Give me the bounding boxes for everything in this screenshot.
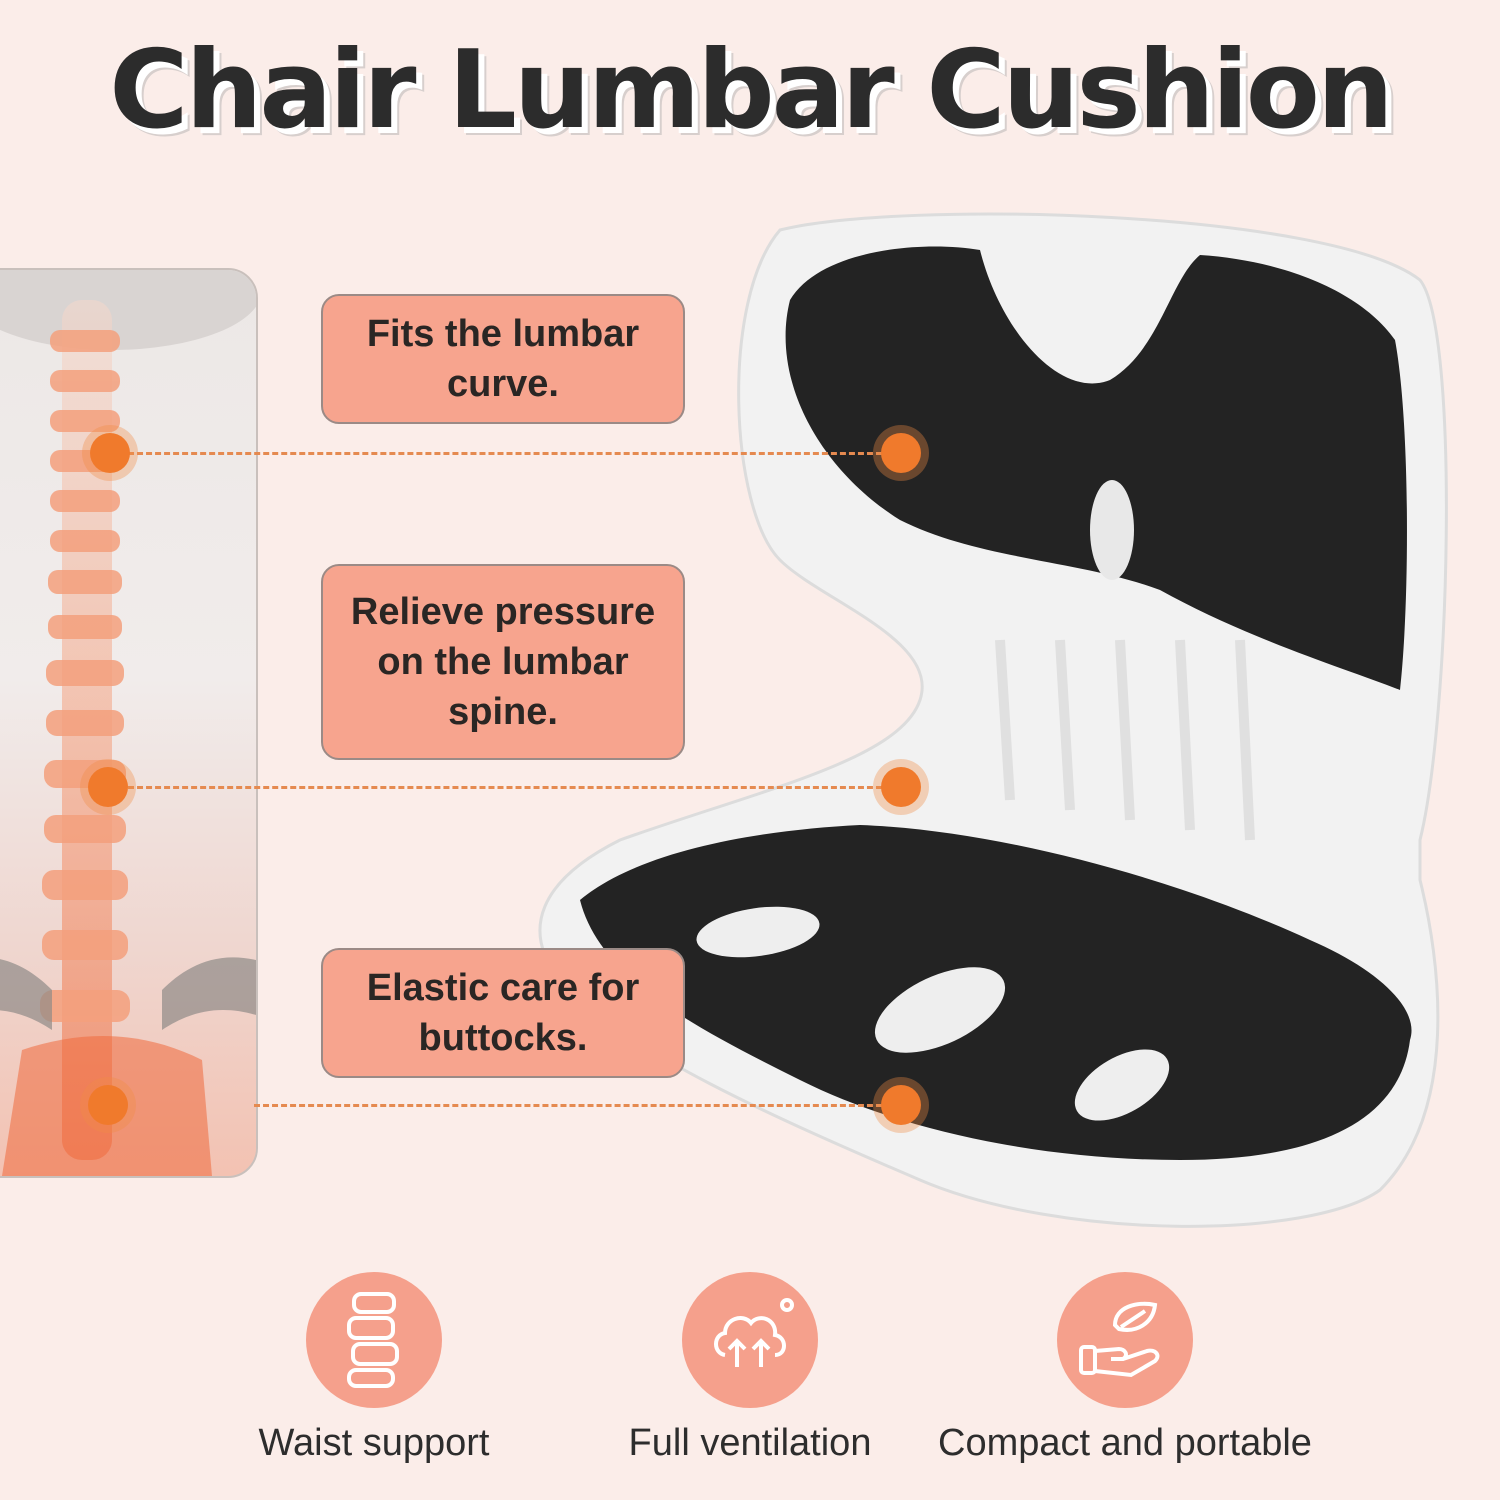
feature-waist-support: Waist support <box>184 1272 564 1465</box>
callout-buttocks: Elastic care for buttocks. <box>321 948 685 1078</box>
hand-leaf-icon <box>1057 1272 1193 1408</box>
callout-relieve-pressure: Relieve pressure on the lumbar spine. <box>321 564 685 760</box>
spine-photo <box>0 268 258 1178</box>
connector-line-2 <box>110 786 900 789</box>
feature-ventilation: Full ventilation <box>560 1272 940 1465</box>
feature-label: Full ventilation <box>628 1422 872 1464</box>
callout-lumbar-curve: Fits the lumbar curve. <box>321 294 685 424</box>
cushion-marker-2 <box>881 767 921 807</box>
spine-marker-1 <box>90 433 130 473</box>
feature-portable: Compact and portable <box>935 1272 1315 1465</box>
connector-line-3 <box>254 1104 900 1107</box>
feature-label: Waist support <box>258 1422 490 1464</box>
feature-label: Compact and portable <box>938 1422 1312 1464</box>
page-title: Chair Lumbar Cushion <box>109 28 1394 153</box>
connector-line-1 <box>110 452 900 455</box>
spine-marker-3 <box>88 1085 128 1125</box>
spine-icon <box>306 1272 442 1408</box>
airflow-icon <box>682 1272 818 1408</box>
cushion-marker-3 <box>881 1085 921 1125</box>
spine-marker-2 <box>88 767 128 807</box>
cushion-marker-1 <box>881 433 921 473</box>
